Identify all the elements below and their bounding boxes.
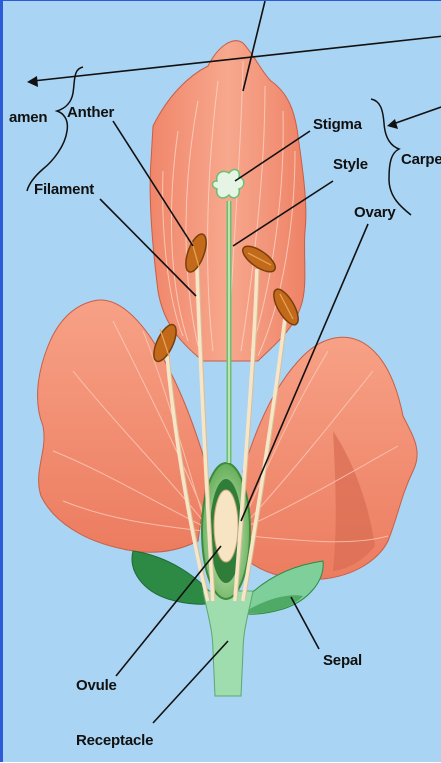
label-style: Style	[333, 156, 368, 173]
label-receptacle: Receptacle	[76, 732, 153, 749]
receptacle	[203, 591, 253, 696]
label-carpel: Carpe	[401, 151, 441, 168]
label-stamen: amen	[9, 109, 47, 126]
petal-right	[243, 337, 417, 579]
label-sepal: Sepal	[323, 652, 362, 669]
label-filament: Filament	[34, 181, 94, 198]
label-anther: Anther	[67, 104, 114, 121]
label-ovary: Ovary	[354, 204, 396, 221]
label-stigma: Stigma	[313, 116, 363, 133]
flower-illustration: amen Anther Filament Stigma Style Carpe …	[3, 1, 441, 763]
label-ovule: Ovule	[76, 677, 117, 694]
